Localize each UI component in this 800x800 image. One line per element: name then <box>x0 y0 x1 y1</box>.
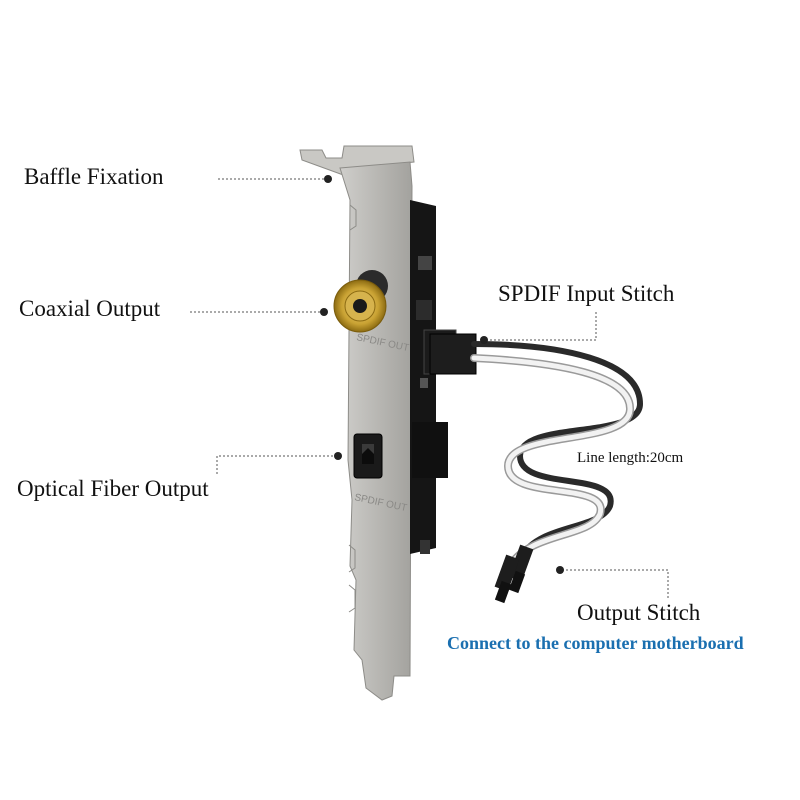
dot-optical <box>334 452 342 460</box>
label-optical-fiber-output: Optical Fiber Output <box>17 476 209 501</box>
output-plug-2 <box>494 554 520 592</box>
rca-coaxial-jack <box>333 270 388 333</box>
label-spdif-input-stitch: SPDIF Input Stitch <box>498 281 675 306</box>
metal-bracket: SPDIF OUT SPDIF OUT <box>299 145 415 701</box>
label-output-stitch: Output Stitch <box>577 600 701 625</box>
leader-output <box>562 569 669 598</box>
optical-toslink-port <box>353 433 383 479</box>
label-baffle-fixation: Baffle Fixation <box>24 164 164 189</box>
output-plug-1 <box>508 544 534 582</box>
leader-lines <box>190 178 669 598</box>
dot-coax <box>320 308 328 316</box>
label-connect-note: Connect to the computer motherboard <box>447 633 744 653</box>
bracket-plate <box>339 161 413 701</box>
label-coaxial-output: Coaxial Output <box>19 296 161 321</box>
dot-spdif <box>480 336 488 344</box>
label-line-length: Line length:20cm <box>577 450 684 466</box>
dot-output <box>556 566 564 574</box>
leader-spdif <box>486 312 597 341</box>
spdif-input-plug <box>429 333 477 375</box>
bracket-top-tab <box>299 145 415 177</box>
leader-optical <box>216 455 336 474</box>
cable-bundle <box>429 333 644 604</box>
leader-dots <box>320 175 564 574</box>
dot-baffle <box>324 175 332 183</box>
pcb-board <box>410 200 457 554</box>
